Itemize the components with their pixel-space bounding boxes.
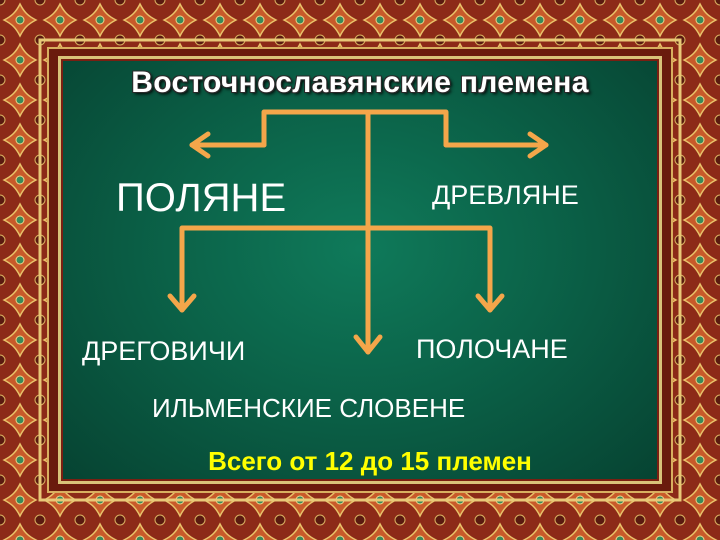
- branch-top-connector: [261, 109, 449, 148]
- arrow-to-ilmen-head: [353, 334, 383, 355]
- slide-title: Восточнославянские племена: [131, 66, 589, 99]
- arrow-to-drevlyane-head: [527, 131, 549, 159]
- tribe-drevlyane: ДРЕВЛЯНЕ: [432, 180, 579, 210]
- branch-middle-connector: [179, 225, 493, 313]
- arrow-to-polyane-head: [189, 131, 211, 159]
- arrow-to-dregovichi-head: [167, 293, 197, 313]
- tribe-dregovichi: ДРЕГОВИЧИ: [82, 336, 246, 366]
- arrow-to-polochane-head: [475, 293, 505, 313]
- content-panel: [58, 56, 662, 484]
- total-tribes-note: Всего от 12 до 15 племен: [208, 446, 532, 476]
- tribe-ilmenskie-slovene: ИЛЬМЕНСКИЕ СЛОВЕНЕ: [152, 393, 466, 423]
- tribe-polochane: ПОЛОЧАНЕ: [416, 334, 568, 364]
- tribe-polyane: ПОЛЯНЕ: [116, 176, 287, 220]
